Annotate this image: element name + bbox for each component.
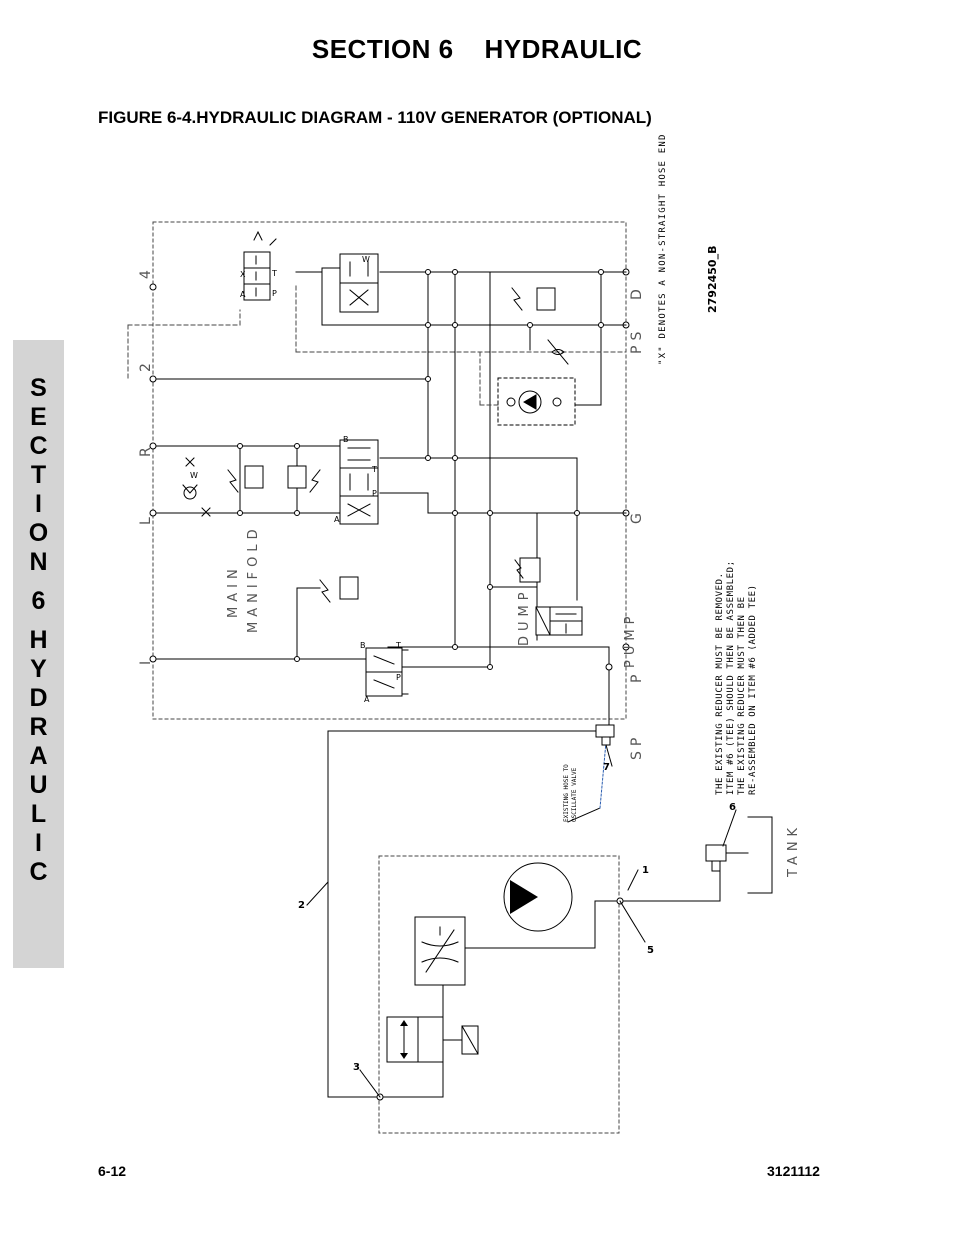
existing-hose-note-1: EXISTING HOSE TO xyxy=(563,764,570,822)
side-tab-letter: C xyxy=(29,432,48,460)
callout-6: 6 xyxy=(729,802,736,813)
svg-text:T: T xyxy=(395,641,401,650)
callout-1: 1 xyxy=(642,865,649,876)
port-2 xyxy=(149,375,157,383)
pump-label: PUMP xyxy=(623,612,638,668)
svg-text:W: W xyxy=(190,471,198,480)
valve-center-pos-1 xyxy=(339,439,379,469)
generator-solenoid-valve xyxy=(386,1016,444,1063)
section-title: SECTION 6 HYDRAULIC xyxy=(311,34,643,64)
existing-hose-note-2: OSCILLATE VALVE xyxy=(571,767,578,822)
manifold-label-main: MAIN xyxy=(226,564,241,618)
port-1-label: I xyxy=(138,661,154,665)
tank-label: TANK xyxy=(786,823,801,878)
manifold-label-manifold: MANIFOLD xyxy=(246,524,261,633)
side-tab-letter: 6 xyxy=(31,587,46,615)
side-tab-letter: Y xyxy=(30,655,47,683)
valve-lower-pos-2 xyxy=(365,671,403,697)
page-number: 6-12 xyxy=(98,1163,127,1179)
callout-3: 3 xyxy=(353,1062,360,1073)
side-tab-letter: C xyxy=(29,858,48,886)
svg-text:X: X xyxy=(240,270,246,279)
side-tab-letter: S xyxy=(30,374,47,402)
side-tab-letter: A xyxy=(29,742,48,770)
side-tab-letter: D xyxy=(29,684,48,712)
svg-text:W: W xyxy=(362,255,370,264)
port-r-label: R xyxy=(138,447,154,457)
side-tab-letter: I xyxy=(35,829,42,857)
side-tab-letter: R xyxy=(29,713,48,741)
callout-2: 2 xyxy=(298,900,305,911)
hose-2 xyxy=(327,730,597,1098)
callout-7: 7 xyxy=(603,762,610,773)
side-tab-letter: E xyxy=(30,403,47,431)
reducer-note-line-1: THE EXISTING REDUCER MUST BE REMOVED. xyxy=(715,572,725,795)
svg-text:P: P xyxy=(272,289,277,298)
legend-note: "X" DENOTES A NON-STRAIGHT HOSE END xyxy=(658,133,668,365)
port-l-label: L xyxy=(138,517,154,525)
side-tab-letter: O xyxy=(28,519,49,547)
port-l xyxy=(149,509,157,517)
svg-text:A: A xyxy=(364,695,370,704)
callout-5: 5 xyxy=(647,945,654,956)
tank-bracket xyxy=(747,816,773,894)
port-p xyxy=(622,643,630,651)
svg-text:B: B xyxy=(360,641,366,650)
relief-valve-1 xyxy=(244,465,264,489)
port-4-label: 4 xyxy=(138,270,154,279)
valve-center-pos-2 xyxy=(339,467,379,497)
port-g-label: G xyxy=(629,513,645,524)
side-tab-letter: H xyxy=(29,626,48,654)
side-tab-letter: U xyxy=(29,771,48,799)
relief-valve-dump xyxy=(519,557,541,583)
valve-top-left-pos-3 xyxy=(243,283,271,301)
relief-valve-3 xyxy=(339,576,359,600)
existing-hose-line xyxy=(599,741,607,809)
dump-label: DUMP xyxy=(517,587,532,646)
generator-circuit-boundary xyxy=(378,855,620,1134)
svg-text:P: P xyxy=(396,673,401,682)
section-side-tab: S E C T I O N 6 H Y D R A U L I C xyxy=(13,340,64,968)
figure-title: FIGURE 6-4.HYDRAULIC DIAGRAM - 110V GENE… xyxy=(98,108,652,127)
svg-text:A: A xyxy=(240,290,246,299)
tank-tee-6 xyxy=(705,844,749,872)
svg-text:T: T xyxy=(371,465,377,474)
drawing-number: 2792450_B xyxy=(706,246,719,313)
port-sp-label: SP xyxy=(629,733,645,760)
reducer-note-line-3: THE EXISTING REDUCER MUST THEN BE xyxy=(737,596,747,795)
doc-number: 3121112 xyxy=(767,1163,820,1179)
side-tab-letter: L xyxy=(30,800,47,828)
relief-valve-4 xyxy=(536,287,556,311)
reducer-note-line-2: ITEM #6 (TEE) SHOULD THEN BE ASSEMBLED; xyxy=(726,560,736,795)
svg-text:B: B xyxy=(343,435,349,444)
port-2-label: 2 xyxy=(138,363,154,372)
port-ps-label: PS xyxy=(629,327,645,354)
svg-text:P: P xyxy=(372,489,377,498)
valve-top-left-pos-1 xyxy=(243,251,271,269)
side-tab-letter: T xyxy=(30,461,47,489)
svg-text:A: A xyxy=(334,515,340,524)
relief-valve-2 xyxy=(287,465,307,489)
valve-top-left-pos-2 xyxy=(243,267,271,285)
port-p-label: P xyxy=(629,675,645,683)
side-tab-letter: N xyxy=(29,548,48,576)
manifold-boundary xyxy=(152,221,627,720)
tee-fitting-7 xyxy=(595,724,615,746)
motor-direction-icon xyxy=(510,880,538,914)
reducer-note-line-4: RE-ASSEMBLED ON ITEM #6 (ADDED TEE) xyxy=(748,584,758,795)
side-tab-letter: I xyxy=(35,490,42,518)
svg-text:T: T xyxy=(271,269,277,278)
port-4 xyxy=(149,283,157,291)
port-d-label: D xyxy=(629,289,645,300)
